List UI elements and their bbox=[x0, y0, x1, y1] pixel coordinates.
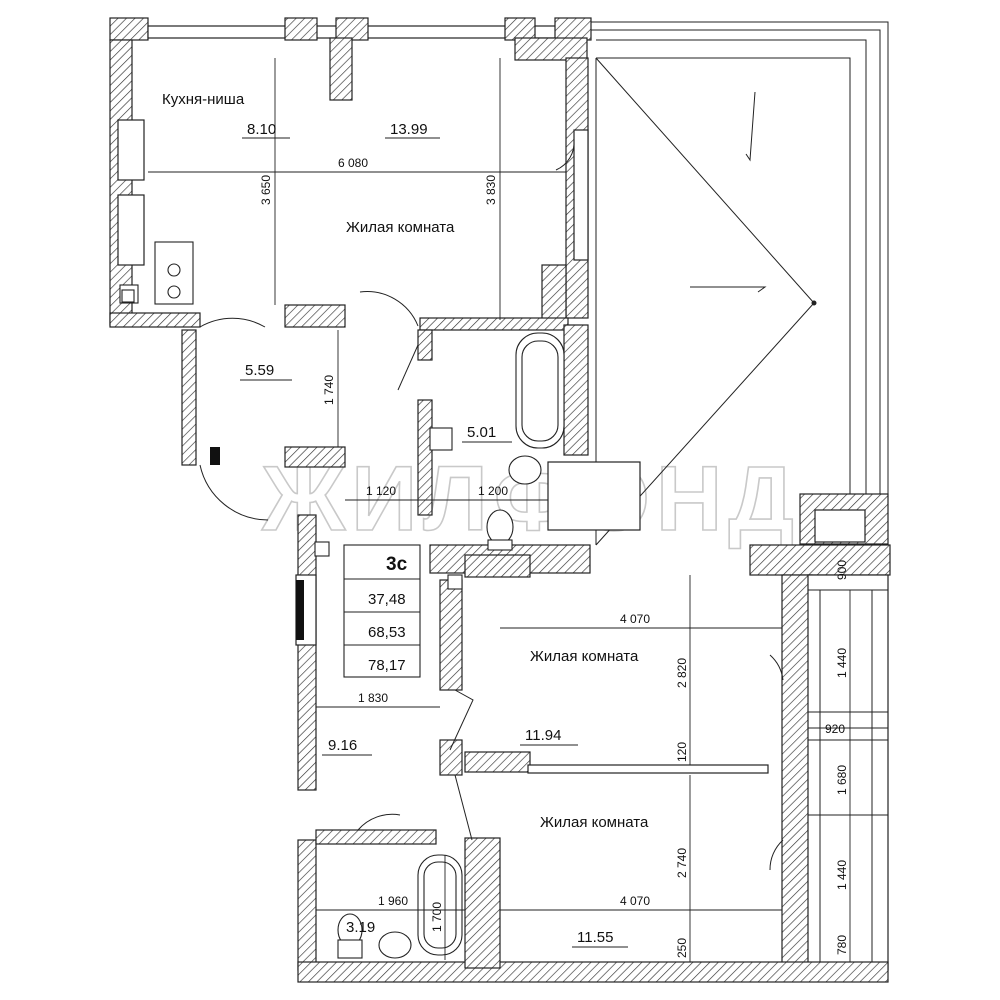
dim-room2-width: 4 070 bbox=[620, 612, 650, 626]
room-name-living-3: Жилая комната bbox=[540, 814, 649, 831]
apartment-code: 3с bbox=[386, 554, 408, 575]
dim-balcony-920: 920 bbox=[825, 722, 845, 736]
room-area-hall: 5.59 bbox=[245, 362, 274, 379]
dim-room2-height: 2 820 bbox=[675, 658, 689, 688]
dim-bath2-height: 1 700 bbox=[430, 902, 444, 932]
room-area-living-3: 11.55 bbox=[577, 929, 613, 946]
fixtures bbox=[119, 241, 565, 959]
room-labels: Кухня-ниша 8.10 13.99 Жилая комната 5.59… bbox=[162, 91, 649, 948]
dimension-lines bbox=[148, 58, 888, 962]
room-area-bath-1: 5.01 bbox=[467, 424, 496, 441]
dim-room3-height: 2 740 bbox=[675, 848, 689, 878]
dimension-labels: 6 080 3 650 3 830 1 740 1 120 1 200 4 07… bbox=[259, 156, 849, 958]
dim-hall-width: 1 120 bbox=[366, 484, 396, 498]
room-area-bath-2: 3.19 bbox=[346, 919, 375, 936]
toilet-icon bbox=[486, 509, 514, 545]
dim-room3-width: 4 070 bbox=[620, 894, 650, 908]
dim-bath-width: 1 200 bbox=[478, 484, 508, 498]
dim-balcony-1440-a: 1 440 bbox=[835, 648, 849, 678]
dim-balcony-1680: 1 680 bbox=[835, 765, 849, 795]
room-area-corridor: 9.16 bbox=[328, 737, 357, 754]
dim-balcony-1440-b: 1 440 bbox=[835, 860, 849, 890]
room-name-living-1: Жилая комната bbox=[346, 219, 455, 236]
dim-wall-250: 250 bbox=[675, 938, 689, 958]
room-area-kitchen: 8.10 bbox=[247, 121, 276, 138]
dim-kitchen-width: 6 080 bbox=[338, 156, 368, 170]
dim-balcony-780: 780 bbox=[835, 935, 849, 955]
living-area-value: 37,48 bbox=[368, 591, 406, 608]
dim-wall-120: 120 bbox=[675, 742, 689, 762]
dim-hall-height: 1 740 bbox=[322, 375, 336, 405]
total-with-balcony-value: 78,17 bbox=[368, 657, 406, 674]
dim-kitchen-height-left: 3 650 bbox=[259, 175, 273, 205]
dim-kitchen-height-right: 3 830 bbox=[484, 175, 498, 205]
interior-lines bbox=[199, 139, 888, 962]
terrace bbox=[590, 21, 889, 546]
room-area-living-2: 11.94 bbox=[525, 727, 561, 744]
dim-bath2-width: 1 960 bbox=[378, 894, 408, 908]
washbasin-icon-2 bbox=[378, 931, 412, 959]
room-name-kitchen: Кухня-ниша bbox=[162, 91, 245, 108]
walls bbox=[109, 17, 891, 983]
total-area-value: 68,53 bbox=[368, 624, 406, 641]
dim-corridor-width: 1 830 bbox=[358, 691, 388, 705]
summary-table: 3с 37,48 68,53 78,17 bbox=[343, 544, 421, 678]
room-name-living-2: Жилая комната bbox=[530, 648, 639, 665]
washbasin-icon bbox=[508, 455, 542, 485]
dim-balcony-top: 900 bbox=[835, 560, 849, 580]
room-area-living-1: 13.99 bbox=[390, 121, 428, 138]
